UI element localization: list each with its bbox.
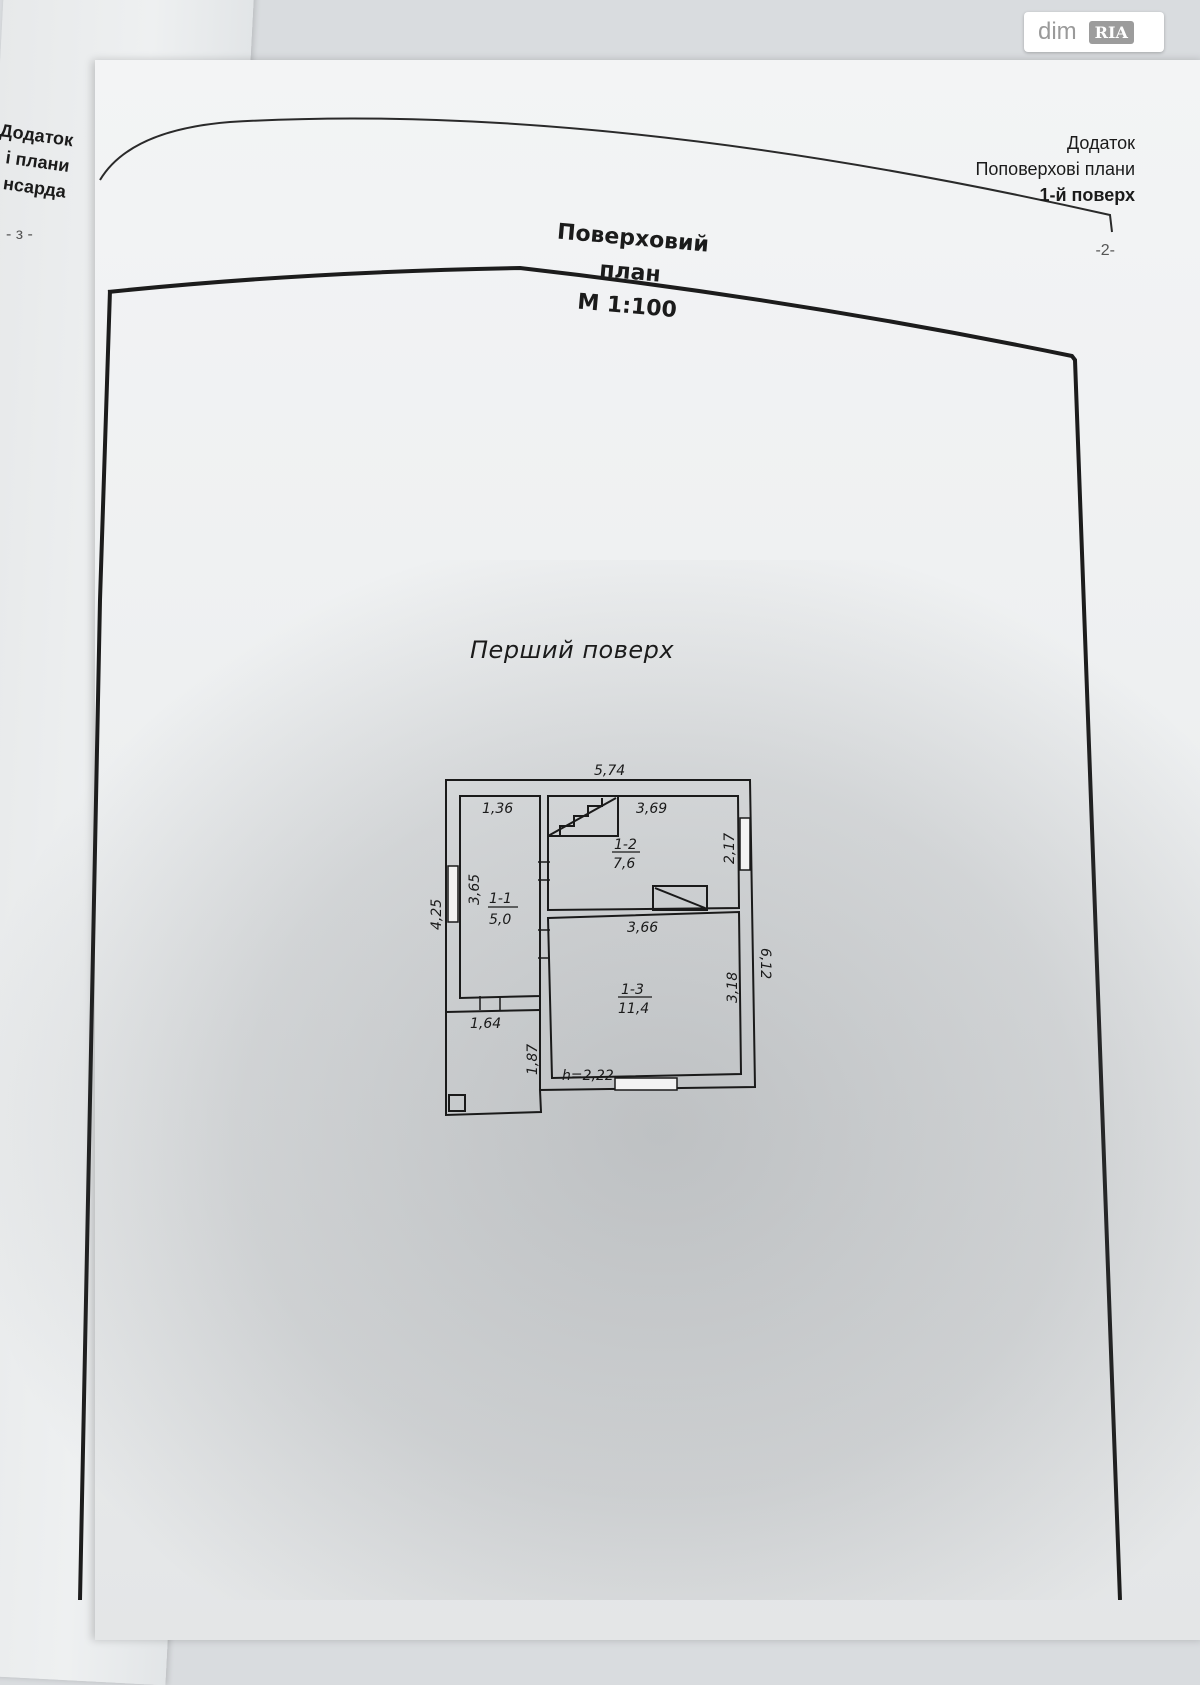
drawing-frame-left [78, 289, 112, 1600]
room-1-3-outline [546, 910, 743, 1080]
room-1-3-depth: 3,18 [725, 972, 741, 1003]
floor-plan: 5,74 4,25 6,12 1,36 3,65 1-1 5,0 3,69 1-… [429, 763, 773, 1117]
dim-outer-height-right: 6,12 [757, 948, 773, 979]
page-frame-drawing [78, 117, 1122, 1600]
document-page [95, 60, 1200, 1640]
room-1-2-number: 1-2 [614, 837, 637, 853]
document-header: Додаток Поповерхові плани 1-й поверх [975, 130, 1135, 208]
porch-width: 1,64 [470, 1016, 501, 1032]
dim-outer-height-left: 4,25 [429, 899, 445, 930]
room-1-1-width: 1,36 [482, 801, 513, 817]
watermark-brand: dim [1038, 18, 1077, 45]
room-1-1-area: 5,0 [489, 912, 511, 928]
room-1-2-width: 3,69 [636, 801, 667, 817]
header-floor-plans: Поповерхові плани [975, 159, 1135, 179]
page-number: -2- [1095, 242, 1115, 259]
header-floor: 1-й поверх [1039, 185, 1135, 205]
room-1-1-number: 1-1 [489, 891, 512, 907]
room-1-3-width: 3,66 [627, 920, 658, 936]
room-1-1-length: 3,65 [467, 874, 483, 905]
room-1-2-depth: 2,17 [722, 833, 738, 864]
room-1-2-outline [547, 795, 741, 912]
watermark-badge: RIA [1088, 20, 1134, 44]
porch-wall [445, 1009, 541, 1013]
door-porch [479, 996, 501, 1010]
room-1-3-area: 11,4 [618, 1001, 649, 1017]
porch-depth: 1,87 [525, 1044, 541, 1075]
page-top-rule [99, 117, 1113, 233]
door-1-1-1-3 [538, 929, 550, 959]
window-bottom [614, 1077, 678, 1091]
left-page-mark: - з - [6, 226, 33, 243]
porch-fixture [448, 1094, 466, 1112]
room-1-3-height: h=2,22 [562, 1068, 614, 1084]
room-1-3-number: 1-3 [621, 982, 644, 998]
dim-outer-width: 5,74 [594, 763, 625, 779]
outer-wall [445, 779, 757, 1117]
window-right [739, 817, 751, 871]
room-1-2-area: 7,6 [613, 856, 635, 872]
stairs-box [548, 796, 619, 837]
stairs [547, 797, 617, 837]
window-left [447, 865, 459, 923]
header-appendix: Додаток [1066, 133, 1135, 153]
drawing-frame-right [107, 265, 1122, 1600]
watermark-logo: dim RIA [1024, 12, 1164, 52]
floor-title: Перший поверх [470, 636, 675, 664]
stove-diagonal [654, 887, 706, 909]
door-1-1-1-2 [538, 861, 550, 881]
stove [652, 885, 708, 911]
